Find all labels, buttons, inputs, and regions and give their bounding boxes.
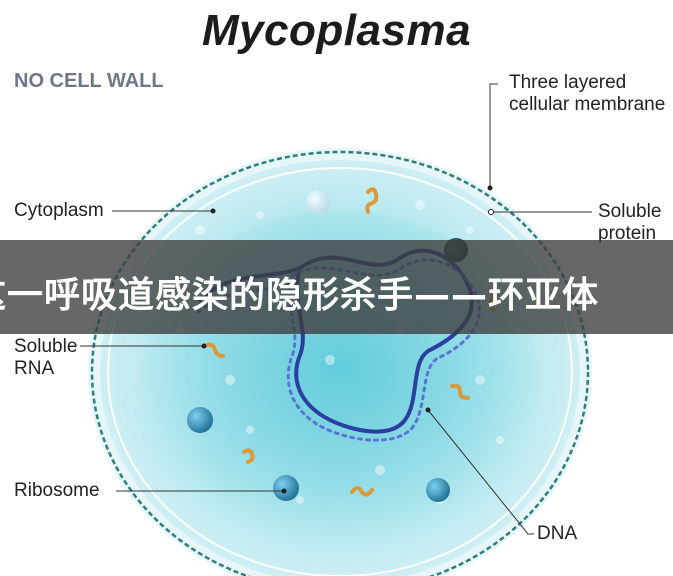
cytoplasm-label: Cytoplasm xyxy=(14,200,104,221)
membrane-label: Three layered cellular membrane xyxy=(509,72,666,115)
no-cell-wall-tag: NO CELL WALL xyxy=(14,70,164,92)
cytoplasm-dots xyxy=(176,200,524,504)
caption-banner-text: 这一呼吸道感染的隐形杀手——环亚体 xyxy=(0,275,600,316)
label-leader-lines xyxy=(80,83,592,535)
caption-banner: 这一呼吸道感染的隐形杀手——环亚体 xyxy=(0,240,673,334)
ribosome-label: Ribosome xyxy=(14,480,100,501)
diagram-title: Mycoplasma xyxy=(201,6,472,55)
soluble-rna-label: Soluble RNA xyxy=(14,336,78,379)
soluble-protein-label: Soluble protein xyxy=(598,201,662,244)
dna-label: DNA xyxy=(537,523,578,544)
